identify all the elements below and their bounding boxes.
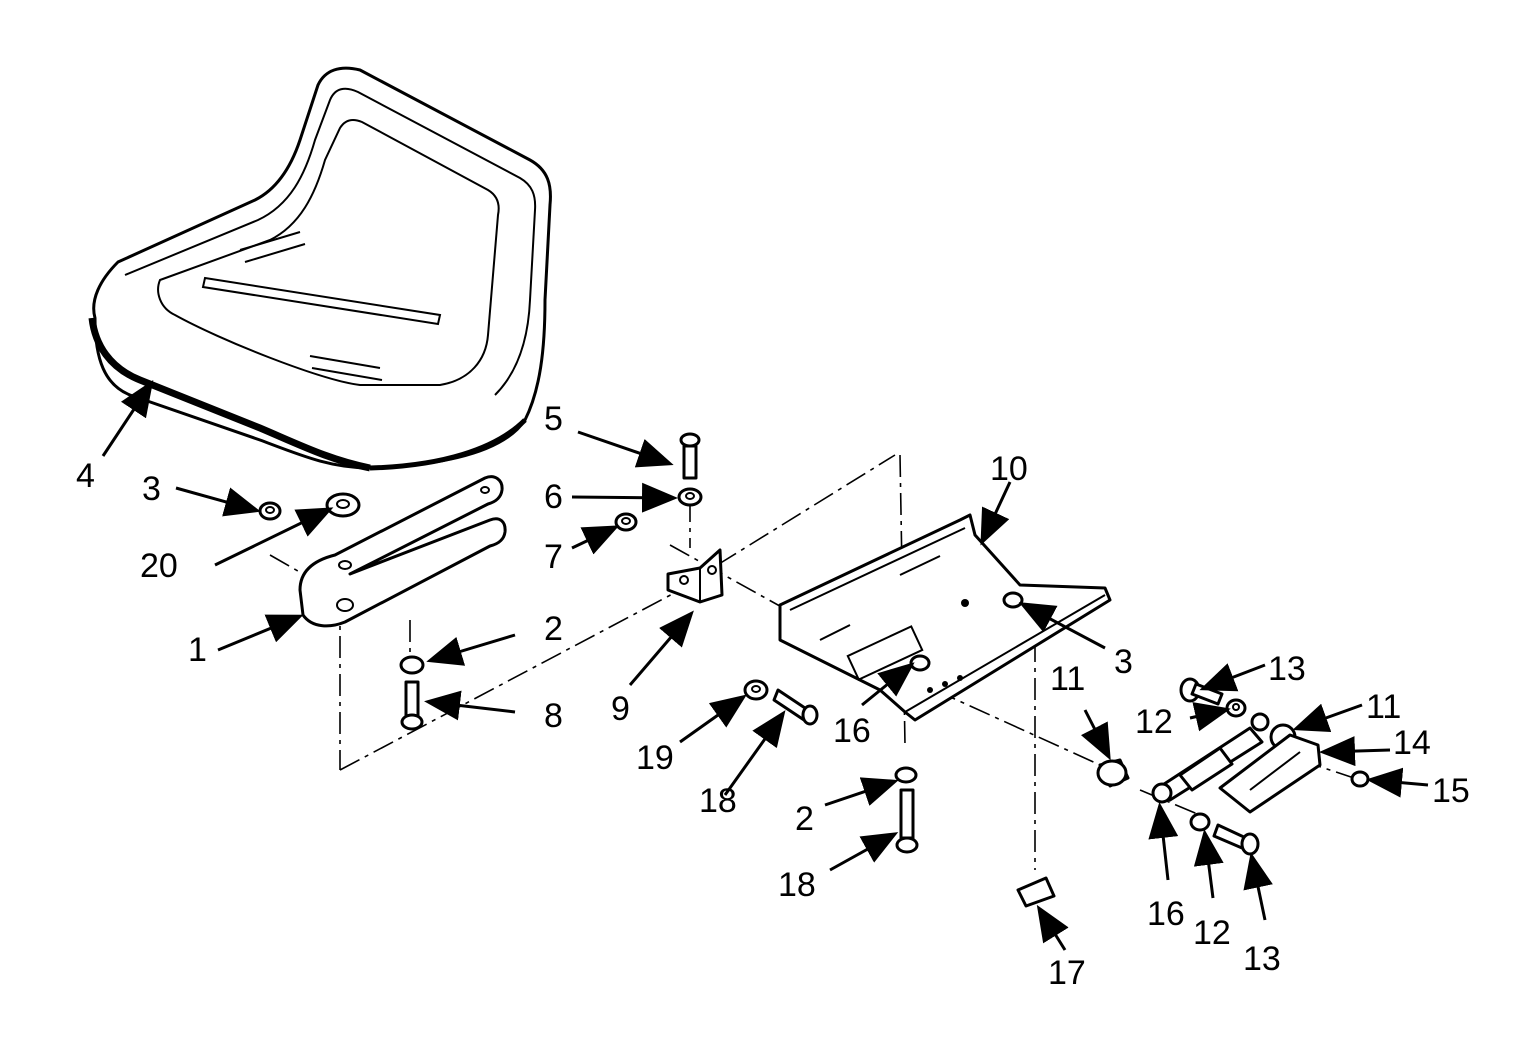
seat-shell — [88, 66, 552, 472]
callout-washer-12-top: 12 — [1135, 703, 1173, 741]
callout-washer-lower: 2 — [795, 800, 814, 838]
callout-nut-15: 15 — [1432, 772, 1470, 810]
hardware-left — [258, 492, 425, 731]
bushing-left — [1096, 758, 1130, 788]
angle-bracket — [666, 548, 724, 604]
callout-spacer-19: 19 — [636, 739, 674, 777]
callout-bolt-13-bottom: 13 — [1243, 940, 1281, 978]
leader-arrows — [101, 379, 1429, 951]
callout-seat-pan: 10 — [990, 450, 1028, 488]
callout-angle-bracket: 9 — [611, 690, 630, 728]
seat-support-bracket — [298, 475, 507, 628]
hardware-top — [614, 432, 703, 532]
callout-nut-left: 3 — [142, 470, 161, 508]
callout-hinge-bracket: 14 — [1393, 724, 1431, 762]
callout-seat-support: 1 — [188, 631, 207, 669]
shock-assembly — [1151, 677, 1370, 856]
callout-bumper: 17 — [1048, 954, 1086, 992]
callout-shock-end: 16 — [1147, 895, 1185, 933]
callout-spacer-nut: 16 — [833, 712, 871, 750]
callout-bolt-18-upper: 18 — [699, 782, 737, 820]
callout-bolt-13-top: 13 — [1268, 650, 1306, 688]
callout-washer-left-lower: 2 — [544, 610, 563, 648]
callout-labels: 4 3 20 1 2 8 5 6 7 9 10 3 16 19 18 2 18 … — [76, 400, 1470, 992]
callout-washer-top: 6 — [544, 478, 563, 516]
callout-washer-12-bottom: 12 — [1193, 914, 1231, 952]
bumper-pad — [1016, 876, 1056, 908]
callout-screw-left: 8 — [544, 697, 563, 735]
hardware-spacer-bolt — [743, 679, 819, 726]
callout-bushing-left: 11 — [1050, 660, 1085, 698]
callout-washer-large: 20 — [140, 547, 178, 585]
hardware-lower-bolt — [894, 766, 919, 854]
callout-nut-right: 3 — [1114, 643, 1133, 681]
callout-bolt-top: 5 — [544, 400, 563, 438]
callout-bushing-right: 11 — [1366, 688, 1401, 726]
callout-nut-top: 7 — [544, 538, 563, 576]
callout-seat: 4 — [76, 457, 95, 495]
callout-bolt-18-lower: 18 — [778, 866, 816, 904]
